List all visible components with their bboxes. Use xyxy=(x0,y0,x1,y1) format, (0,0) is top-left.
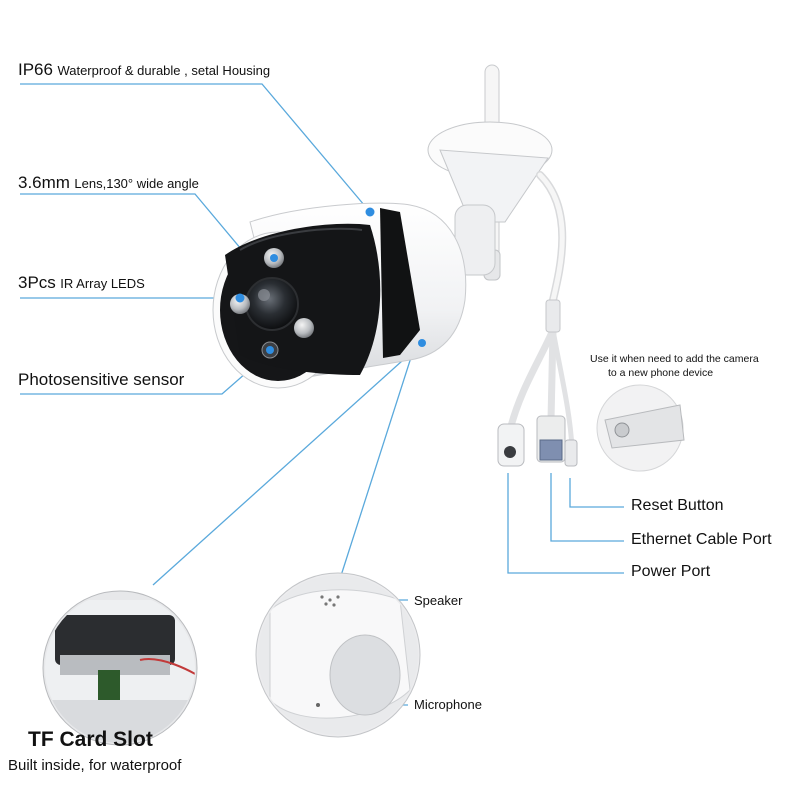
callout-line-reset xyxy=(569,478,624,508)
ip66-label: IP66 Waterproof & durable , setal Housin… xyxy=(18,60,270,80)
ethernet-port-label: Ethernet Cable Port xyxy=(631,531,772,548)
ip66-label-big: IP66 xyxy=(18,60,53,79)
callout-line-power xyxy=(507,473,624,574)
callout-dots xyxy=(235,207,426,354)
ir-label-big: 3Pcs xyxy=(18,273,56,292)
tf-card-title: TF Card Slot xyxy=(28,728,153,751)
callout-line-tf xyxy=(152,342,423,586)
tf-card-inset xyxy=(42,590,198,746)
callout-line-ip66 xyxy=(20,83,371,213)
ir-led xyxy=(230,294,250,314)
ir-led xyxy=(294,318,314,338)
lens-label: 3.6mm Lens,130° wide angle xyxy=(18,173,199,193)
lens-label-big: 3.6mm xyxy=(18,173,70,192)
connectors xyxy=(497,415,578,467)
speaker-mic-inset xyxy=(255,572,421,738)
wall-mount xyxy=(427,121,553,276)
ir-label: 3Pcs IR Array LEDS xyxy=(18,273,145,293)
reset-button-inset xyxy=(596,384,685,472)
ir-label-small: IR Array LEDS xyxy=(60,276,145,291)
reset-button-label: Reset Button xyxy=(631,497,724,514)
reset-note-line2: to a new phone device xyxy=(608,367,714,379)
callout-line-speaker xyxy=(337,344,416,586)
tf-card-subtitle: Built inside, for waterproof xyxy=(8,757,182,774)
reset-note-line1: Use it when need to add the camera xyxy=(590,353,759,365)
microphone-label: Microphone xyxy=(414,697,482,712)
power-port-label: Power Port xyxy=(631,563,711,580)
camera-lens-group xyxy=(230,248,314,359)
cable xyxy=(506,171,575,451)
lens xyxy=(245,277,299,331)
speaker-label: Speaker xyxy=(414,593,463,608)
photosensitive-label: Photosensitive sensor xyxy=(18,370,185,389)
lens-label-small: Lens,130° wide angle xyxy=(74,176,199,191)
callout-line-ethernet xyxy=(550,473,624,542)
ip66-label-small: Waterproof & durable , setal Housing xyxy=(57,63,271,78)
